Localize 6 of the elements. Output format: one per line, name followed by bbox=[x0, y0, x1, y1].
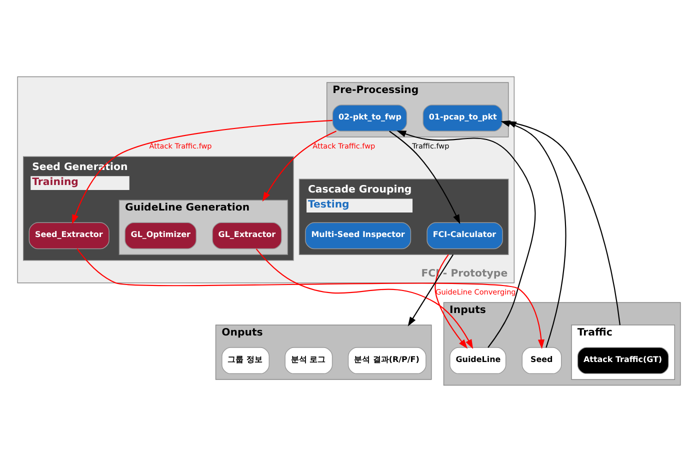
node-label: Training bbox=[32, 176, 78, 188]
node-label: Testing bbox=[308, 199, 350, 210]
edge-label: Attack Traffic.fwp bbox=[312, 141, 376, 150]
edge-label: GuideLine Converging bbox=[436, 287, 516, 296]
edge-label: Attack Traffic.fwp bbox=[149, 141, 212, 150]
edge-label: Traffic.fwp bbox=[412, 141, 450, 150]
